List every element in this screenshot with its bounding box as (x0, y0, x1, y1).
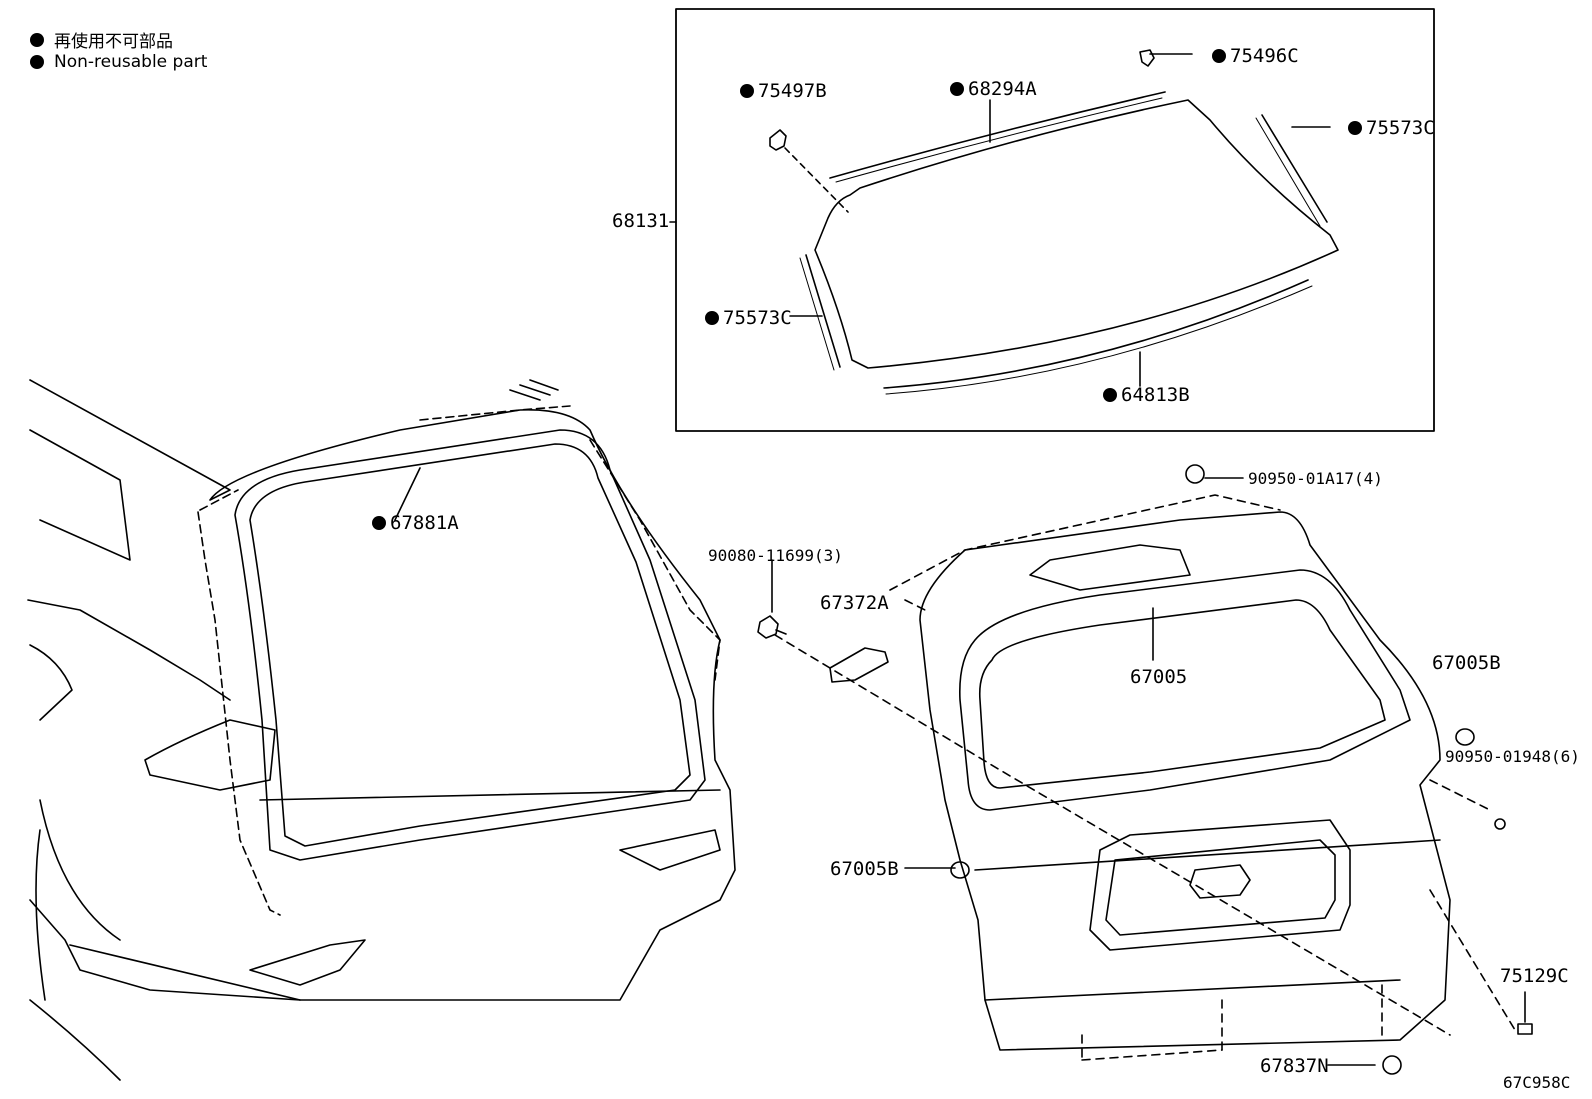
cushion-67005B-left (950, 861, 970, 879)
back-glass (814, 99, 1339, 369)
bracket-67372A (829, 647, 889, 683)
part-75129C[interactable]: 75129C (1500, 965, 1569, 987)
part-90080-11699[interactable]: 90080-11699(3) (708, 546, 843, 565)
clip-67837N (1382, 1055, 1402, 1075)
plug-90950-01948 (1494, 818, 1506, 830)
non-reusable-icon (1212, 49, 1226, 63)
part-75573C-top[interactable]: 75573C (1348, 117, 1435, 139)
part-67881A[interactable]: 67881A (372, 512, 459, 534)
top-molding (829, 91, 1166, 179)
diagram-code: 67C958C (1503, 1073, 1571, 1092)
bottom-molding (883, 279, 1309, 389)
part-67005B-right[interactable]: 67005B (1432, 652, 1501, 674)
left-side-molding (805, 254, 841, 368)
part-68131[interactable]: 68131 (612, 210, 670, 232)
cushion-75129C (1517, 1023, 1533, 1035)
inset-frame (675, 8, 1435, 432)
clip-75497B (769, 129, 787, 151)
part-67837N[interactable]: 67837N (1260, 1055, 1329, 1077)
legend-en: Non-reusable part (30, 52, 207, 72)
part-64813B[interactable]: 64813B (1103, 384, 1190, 406)
non-reusable-icon (740, 84, 754, 98)
part-90950-01A17[interactable]: 90950-01A17(4) (1248, 469, 1383, 488)
clip-75496C (1139, 49, 1155, 67)
cushion-67005B-right (1455, 728, 1475, 746)
part-67005B-left[interactable]: 67005B (830, 858, 899, 880)
legend-jp: 再使用不可部品 (30, 27, 173, 52)
part-90950-01948[interactable]: 90950-01948(6) (1445, 747, 1580, 766)
part-67372A[interactable]: 67372A (820, 592, 889, 614)
non-reusable-icon (1103, 388, 1117, 402)
plug-90950-01A17 (1185, 464, 1205, 484)
non-reusable-icon (1348, 121, 1362, 135)
weatherstrip (234, 429, 706, 861)
right-side-molding (1261, 114, 1328, 223)
part-75497B[interactable]: 75497B (740, 80, 827, 102)
part-75496C[interactable]: 75496C (1212, 45, 1299, 67)
part-75573C-left[interactable]: 75573C (705, 307, 792, 329)
bolt-90080-11699 (757, 615, 787, 639)
non-reusable-icon (705, 311, 719, 325)
non-reusable-icon (950, 82, 964, 96)
bullet-icon (30, 55, 44, 69)
part-67005[interactable]: 67005 (1130, 666, 1188, 688)
vehicle-body (27, 379, 736, 1081)
bullet-icon (30, 32, 44, 47)
part-68294A[interactable]: 68294A (950, 78, 1037, 100)
back-door (771, 477, 1526, 1066)
non-reusable-icon (372, 516, 386, 530)
